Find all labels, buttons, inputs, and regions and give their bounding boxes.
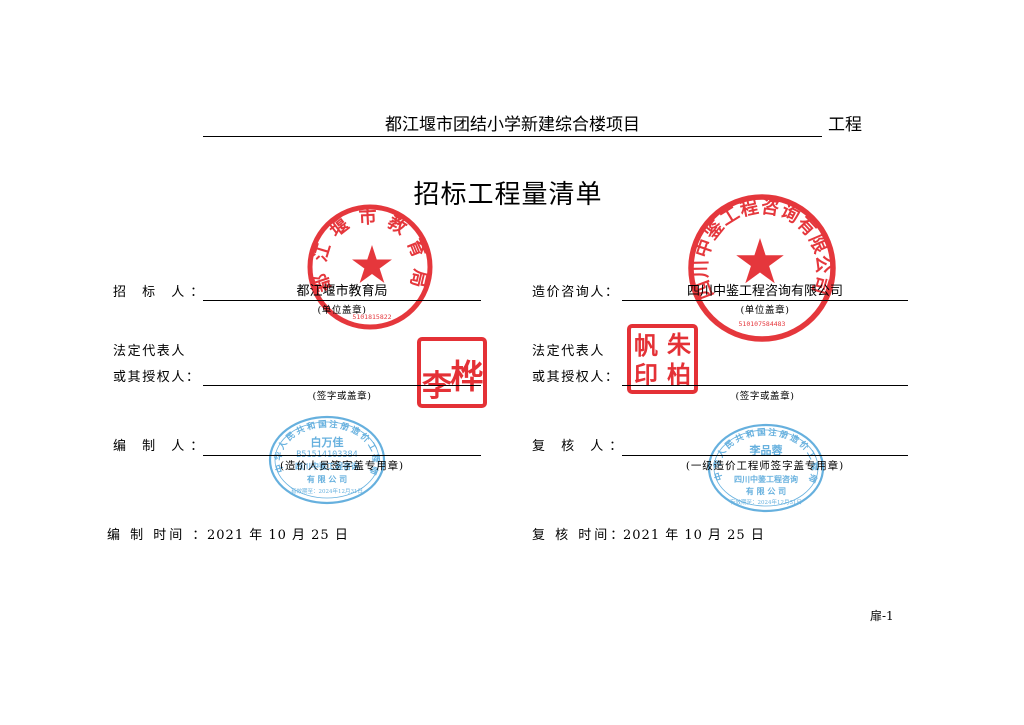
- right-rep-label-line1: 法定代表人: [532, 344, 606, 359]
- reviewer-label: 复 核 人：: [532, 439, 629, 454]
- review-date-label: 复 核 时间：: [532, 528, 627, 543]
- consultant-rep-seal-char: 帆: [634, 331, 658, 360]
- page-title: 招标工程量清单: [413, 180, 603, 210]
- compile-date-value: 2021 年 10 月 25 日: [207, 528, 349, 543]
- consultant-rep-seal-char: 朱: [667, 330, 692, 359]
- left-rep-signature-line: [203, 368, 481, 386]
- right-rep-label-line2: 或其授权人：: [532, 370, 620, 385]
- compiler-seal-company-2: 有 限 公 司: [307, 474, 347, 484]
- compiler-label: 编 制 人：: [113, 439, 210, 454]
- compiler-signature-line: [203, 438, 481, 456]
- compiler-note: (造价人员签字盖专用章): [280, 460, 404, 472]
- reviewer-seal-company-2: 有 限 公 司: [746, 486, 786, 496]
- reviewer-note: (一级造价工程师签字盖专用章): [685, 460, 845, 472]
- star-icon: [352, 245, 392, 283]
- left-rep-label-line1: 法定代表人: [113, 344, 187, 359]
- tenderer-value: 都江堰市教育局: [203, 283, 481, 301]
- tenderer-note: (单位盖章): [317, 305, 367, 316]
- page-number: 扉-1: [870, 609, 894, 623]
- compile-date-label: 编 制 时间 ：: [107, 528, 209, 543]
- star-icon: [736, 238, 784, 284]
- reviewer-signature-line: [622, 438, 908, 456]
- right-rep-signature-line: [622, 368, 908, 386]
- reviewer-seal-validity: 有效期至：2024年12月31日: [730, 498, 802, 506]
- consultant-note: (单位盖章): [740, 305, 790, 316]
- consultant-label: 造价咨询人：: [532, 285, 620, 300]
- consultant-seal: 四川中鉴工程咨询有限公司 510107584483: [688, 194, 836, 342]
- consultant-seal-ring: [688, 194, 836, 342]
- tenderer-seal-ring-text: 都江堰市教育局: [310, 206, 430, 296]
- left-rep-note: (签字或盖章): [312, 391, 372, 402]
- right-rep-note: (签字或盖章): [735, 391, 795, 402]
- compiler-seal-validity: 有效期至：2024年12月31日: [291, 487, 363, 495]
- tenderer-label: 招 标 人：: [113, 285, 210, 300]
- review-date-value: 2021 年 10 月 25 日: [623, 528, 765, 543]
- left-rep-label-line2: 或其授权人：: [113, 370, 201, 385]
- consultant-seal-code: 510107584483: [739, 320, 786, 328]
- project-suffix: 工程: [828, 115, 862, 135]
- project-name: 都江堰市团结小学新建综合楼项目: [203, 114, 822, 137]
- consultant-value: 四川中鉴工程咨询有限公司: [622, 283, 908, 301]
- reviewer-seal-company-1: 四川中鉴工程咨询: [734, 474, 798, 484]
